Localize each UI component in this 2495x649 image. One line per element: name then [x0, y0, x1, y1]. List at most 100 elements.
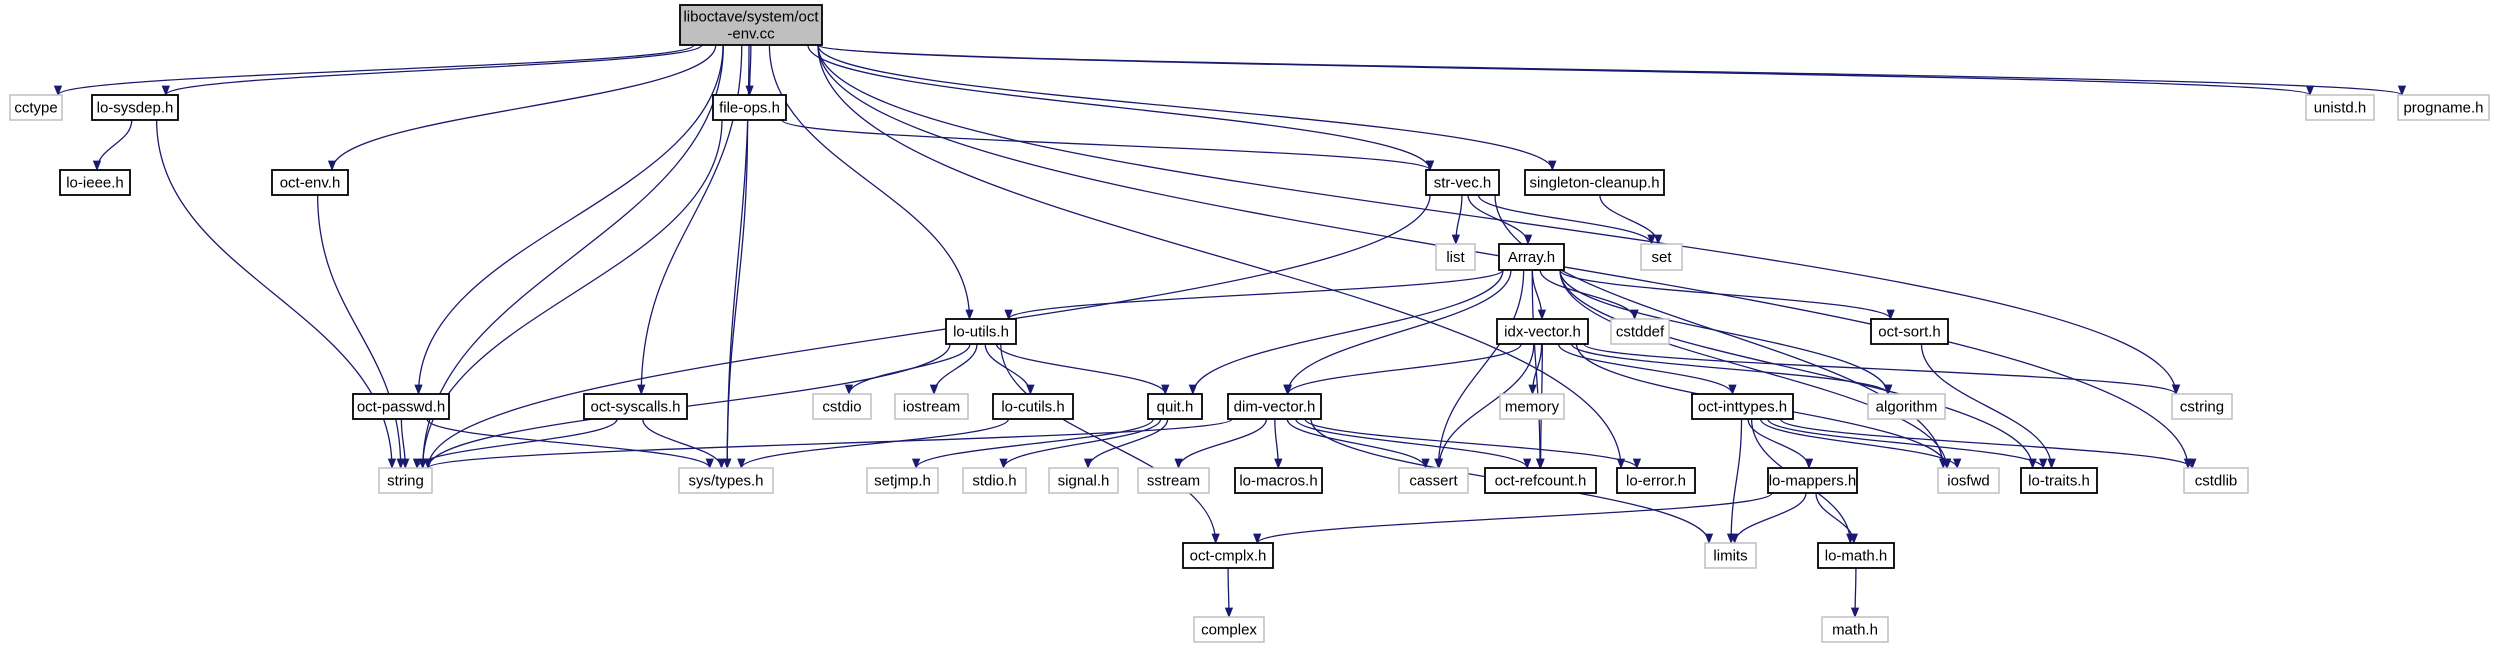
edge-oct-inttypes-to-limits [1726, 418, 1743, 545]
edge-oct-sort-to-lo-traits [1920, 343, 2056, 470]
node-singleton-cleanup[interactable]: singleton-cleanup.h [1524, 169, 1665, 196]
node-Array[interactable]: Array.h [1498, 243, 1565, 271]
node-box [1193, 616, 1265, 643]
node-file-ops[interactable]: file-ops.h [712, 94, 787, 121]
edge-root-to-progname [817, 44, 2406, 97]
node-lo-cutils[interactable]: lo-cutils.h [992, 393, 1074, 420]
node-lo-utils[interactable]: lo-utils.h [945, 318, 1017, 345]
node-box [812, 393, 872, 420]
edge-Array-to-cassert [1434, 269, 1525, 470]
node-label: unistd.h [2314, 100, 2367, 117]
node-oct-env[interactable]: oct-env.h [271, 169, 349, 196]
edge-oct-env-to-string [316, 194, 405, 470]
node-box [1640, 243, 1683, 271]
node-box [583, 393, 688, 420]
edge-lo-utils-to-cstdio [844, 343, 971, 396]
edge-lo-utils-to-quit [995, 343, 1170, 396]
edge-dim-vector-to-oct-refcount [1295, 418, 1532, 470]
node-signal: signal.h [1048, 467, 1119, 494]
node-lo-ieee[interactable]: lo-ieee.h [59, 169, 131, 196]
node-label: setjmp.h [874, 473, 931, 490]
node-label: string [387, 473, 424, 490]
edge-Array-to-oct-refcount [1531, 269, 1545, 470]
node-box [1147, 393, 1203, 420]
node-label: set [1651, 249, 1672, 266]
node-lo-math[interactable]: lo-math.h [1817, 542, 1895, 569]
node-oct-refcount[interactable]: oct-refcount.h [1484, 467, 1597, 494]
edge-lo-utils-to-iostream [929, 343, 978, 396]
node-label: cstddef [1616, 324, 1665, 341]
edge-root-to-lo-error [817, 44, 1626, 470]
node-box [1691, 393, 1794, 420]
node-dim-vector[interactable]: dim-vector.h [1227, 393, 1322, 420]
node-label: stdio.h [972, 473, 1016, 490]
edge-lo-utils-to-string [423, 343, 951, 470]
node-label: lo-utils.h [953, 324, 1009, 341]
node-idx-vector[interactable]: idx-vector.h [1496, 318, 1589, 345]
node-box [1137, 467, 1210, 494]
edge-dim-vector-to-lo-macros [1274, 418, 1283, 470]
node-oct-syscalls[interactable]: oct-syscalls.h [583, 393, 688, 420]
node-label: oct-sort.h [1878, 324, 1941, 341]
node-sys-types: sys/types.h [678, 467, 774, 494]
edge-quit-to-setjmp [912, 418, 1154, 470]
node-label: liboctave/system/oct [683, 9, 819, 26]
edge-root-to-lo-sysdep [161, 44, 703, 97]
node-box [679, 4, 823, 46]
edge-Array-to-oct-sort [1559, 269, 1895, 321]
node-oct-cmplx[interactable]: oct-cmplx.h [1182, 542, 1274, 569]
edge-root-to-oct-passwd [414, 44, 724, 396]
node-box [271, 169, 349, 196]
node-memory: memory [1499, 393, 1565, 420]
node-label: list [1446, 249, 1465, 266]
node-label: oct-cmplx.h [1190, 548, 1267, 565]
node-label: cstdlib [2195, 473, 2238, 490]
node-label: lo-math.h [1825, 548, 1888, 565]
node-lo-traits[interactable]: lo-traits.h [2020, 467, 2098, 494]
edge-str-vec-to-list [1451, 194, 1463, 246]
node-string: string [378, 467, 433, 494]
node-lo-mappers[interactable]: lo-mappers.h [1767, 467, 1858, 494]
node-box [894, 393, 969, 420]
node-box [678, 467, 774, 494]
node-lo-macros[interactable]: lo-macros.h [1234, 467, 1323, 494]
edge-oct-inttypes-to-lo-mappers [1747, 418, 1814, 470]
node-box [1524, 169, 1665, 196]
node-box [1398, 467, 1469, 494]
node-oct-sort[interactable]: oct-sort.h [1870, 318, 1949, 345]
node-label: lo-traits.h [2028, 473, 2090, 490]
node-oct-inttypes[interactable]: oct-inttypes.h [1691, 393, 1794, 420]
node-box [1867, 393, 1946, 420]
node-label: oct-env.h [280, 175, 341, 192]
node-box [1496, 318, 1589, 345]
edge-Array-to-lo-utils [1004, 269, 1504, 321]
node-cctype: cctype [9, 94, 63, 121]
edge-lo-utils-to-lo-cutils [984, 343, 1035, 396]
edge-idx-vector-to-oct-inttypes [1557, 343, 1737, 396]
node-lo-error[interactable]: lo-error.h [1616, 467, 1696, 494]
node-label: math.h [1832, 622, 1878, 639]
node-list: list [1435, 243, 1476, 271]
node-stdio: stdio.h [962, 467, 1027, 494]
node-lo-sysdep[interactable]: lo-sysdep.h [91, 94, 179, 121]
node-box [1425, 169, 1500, 196]
node-oct-passwd[interactable]: oct-passwd.h [352, 393, 450, 420]
edge-root-to-file-ops [745, 44, 754, 97]
node-box [378, 467, 433, 494]
node-label: str-vec.h [1434, 175, 1492, 192]
edge-oct-cmplx-to-complex [1224, 567, 1234, 619]
node-label: iosfwd [1947, 473, 1990, 490]
edge-quit-to-stdio [999, 418, 1162, 470]
node-iosfwd: iosfwd [1937, 467, 2000, 494]
edge-str-vec-to-Array [1467, 194, 1533, 246]
node-root[interactable]: liboctave/system/oct-env.cc [679, 4, 823, 46]
node-box [1704, 542, 1757, 569]
node-box [1821, 616, 1889, 643]
node-quit[interactable]: quit.h [1147, 393, 1203, 420]
edge-quit-to-signal [1083, 418, 1169, 470]
node-str-vec[interactable]: str-vec.h [1425, 169, 1500, 196]
node-box [1227, 393, 1322, 420]
node-complex: complex [1193, 616, 1265, 643]
edge-idx-vector-to-cassert [1434, 343, 1535, 470]
